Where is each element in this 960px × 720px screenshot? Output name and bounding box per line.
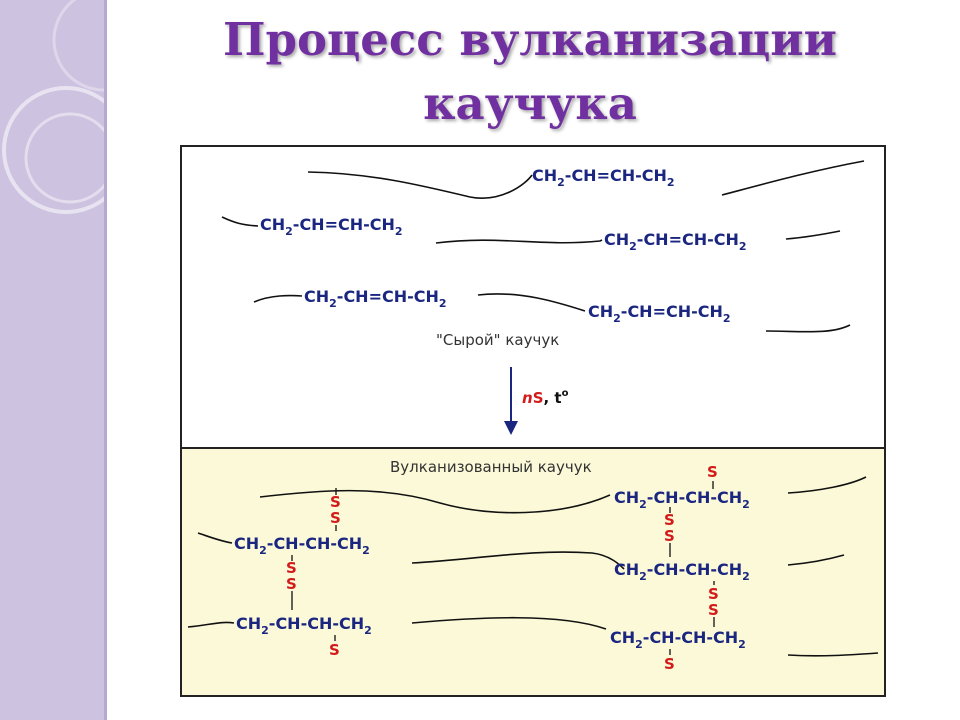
raw-formula-1-text: CH2-CH=CH-CH2	[532, 166, 675, 189]
decorative-sidebar	[0, 0, 104, 720]
title-line-2: каучука	[423, 77, 637, 130]
reaction-conditions: nS, to	[522, 388, 569, 407]
sidebar-circles-icon	[2, 0, 104, 214]
raw-caption: "Сырой" каучук	[436, 331, 559, 349]
vulc-formula-4-text: CH2-CH-CH-CH2	[236, 614, 372, 637]
vulcanized-caption: Вулканизованный каучук	[390, 458, 592, 476]
vulc-formula-3-text: CH2-CH-CH-CH2	[614, 560, 750, 583]
sulfur-4: S	[286, 575, 297, 593]
vulc-formula-2-text: CH2-CH-CH-CH2	[234, 534, 370, 557]
vulc-formula-1-text: CH2-CH-CH-CH2	[614, 488, 750, 511]
reaction-n: n	[522, 389, 533, 407]
raw-formula-5-text: CH2-CH=CH-CH2	[588, 302, 731, 325]
raw-chain-2	[221, 216, 841, 244]
sulfur-bridges	[291, 481, 715, 655]
sulfur-6: S	[707, 463, 718, 481]
sulfur-2: S	[330, 509, 341, 527]
vulc-formula-3: CH2-CH-CH-CH2	[614, 560, 750, 583]
raw-formula-5: CH2-CH=CH-CH2	[588, 302, 731, 325]
reaction-s: S	[533, 389, 544, 407]
sulfur-11: S	[664, 655, 675, 673]
raw-formula-3: CH2-CH=CH-CH2	[604, 230, 747, 253]
reaction-t: t	[554, 389, 561, 407]
sulfur-1: S	[330, 493, 341, 511]
vulc-formula-2: CH2-CH-CH-CH2	[234, 534, 370, 557]
raw-chain-3	[253, 293, 851, 333]
raw-formula-4-text: CH2-CH=CH-CH2	[304, 287, 447, 310]
reaction-arrow	[504, 367, 518, 435]
raw-formula-3-text: CH2-CH=CH-CH2	[604, 230, 747, 253]
sulfur-10: S	[708, 601, 719, 619]
sulfur-9: S	[708, 585, 719, 603]
raw-formula-1: CH2-CH=CH-CH2	[532, 166, 675, 189]
sulfur-5: S	[329, 641, 340, 659]
raw-formula-2: CH2-CH=CH-CH2	[260, 215, 403, 238]
reaction-degree: o	[562, 388, 569, 399]
vulcanization-diagram: CH2-CH=CH-CH2 CH2-CH=CH-CH2 CH2-CH=CH-CH…	[180, 145, 886, 697]
sulfur-7: S	[664, 511, 675, 529]
vulc-formula-5: CH2-CH-CH-CH2	[610, 628, 746, 651]
vulcanized-panel	[180, 447, 886, 697]
vulcanized-chains	[187, 476, 879, 657]
raw-formula-4: CH2-CH=CH-CH2	[304, 287, 447, 310]
vulc-formula-4: CH2-CH-CH-CH2	[236, 614, 372, 637]
raw-chain-1	[307, 160, 865, 199]
title-line-1: Процесс вулканизации	[223, 13, 837, 66]
slide-title: Процесс вулканизации каучука	[150, 8, 910, 136]
vulc-formula-1: CH2-CH-CH-CH2	[614, 488, 750, 511]
sidebar-edge	[104, 0, 107, 720]
sulfur-3: S	[286, 559, 297, 577]
raw-formula-2-text: CH2-CH=CH-CH2	[260, 215, 403, 238]
vulc-formula-5-text: CH2-CH-CH-CH2	[610, 628, 746, 651]
sulfur-8: S	[664, 527, 675, 545]
reaction-sep: ,	[544, 389, 555, 407]
